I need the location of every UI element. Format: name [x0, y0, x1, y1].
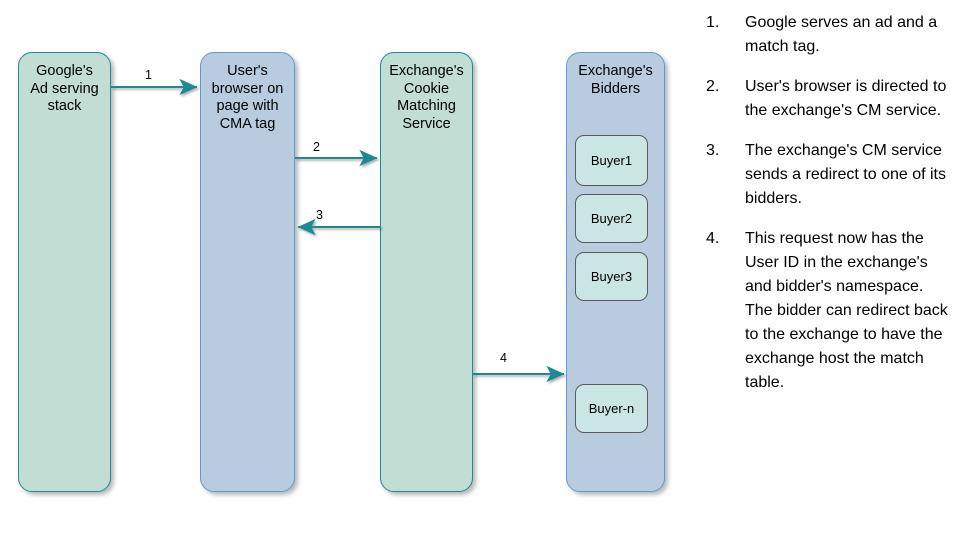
buyer-box[interactable]: Buyer2	[575, 194, 648, 243]
steps-list: 1. Google serves an ad and a match tag. …	[706, 11, 952, 411]
step-number: 1.	[706, 14, 720, 31]
buyer-label: Buyer1	[590, 153, 633, 168]
step-number: 4.	[706, 230, 720, 247]
node-google-ad-serving-stack[interactable]: Google's Ad serving stack	[18, 52, 111, 492]
buyer-box[interactable]: Buyer3	[575, 252, 648, 301]
buyer-box[interactable]: Buyer-n	[575, 384, 648, 433]
list-item: 3. The exchange's CM service sends a red…	[706, 139, 952, 211]
node-label: User's browser on page with CMA tag	[211, 63, 284, 132]
arrow-label-2: 2	[313, 140, 320, 154]
node-label: Exchange's Bidders	[578, 63, 653, 97]
arrow-label-1: 1	[145, 68, 152, 82]
node-label: Exchange's Cookie Matching Service	[389, 63, 464, 132]
step-text: The exchange's CM service sends a redire…	[745, 142, 946, 207]
list-item: 2. User's browser is directed to the exc…	[706, 75, 952, 123]
buyer-label: Buyer3	[590, 269, 633, 284]
step-number: 2.	[706, 78, 720, 95]
node-exchange-cookie-matching-service[interactable]: Exchange's Cookie Matching Service	[380, 52, 473, 492]
buyer-label: Buyer-n	[588, 401, 635, 416]
step-text: User's browser is directed to the exchan…	[745, 78, 947, 119]
node-user-browser[interactable]: User's browser on page with CMA tag	[200, 52, 295, 492]
buyer-box[interactable]: Buyer1	[575, 135, 648, 186]
arrow-label-4: 4	[500, 351, 507, 365]
step-number: 3.	[706, 142, 720, 159]
step-text: Google serves an ad and a match tag.	[745, 14, 938, 55]
list-item: 4. This request now has the User ID in t…	[706, 227, 952, 395]
buyer-label: Buyer2	[590, 211, 633, 226]
step-text: This request now has the User ID in the …	[745, 230, 948, 391]
arrow-label-3: 3	[316, 208, 323, 222]
node-label: Google's Ad serving stack	[30, 63, 99, 114]
list-item: 1. Google serves an ad and a match tag.	[706, 11, 952, 59]
